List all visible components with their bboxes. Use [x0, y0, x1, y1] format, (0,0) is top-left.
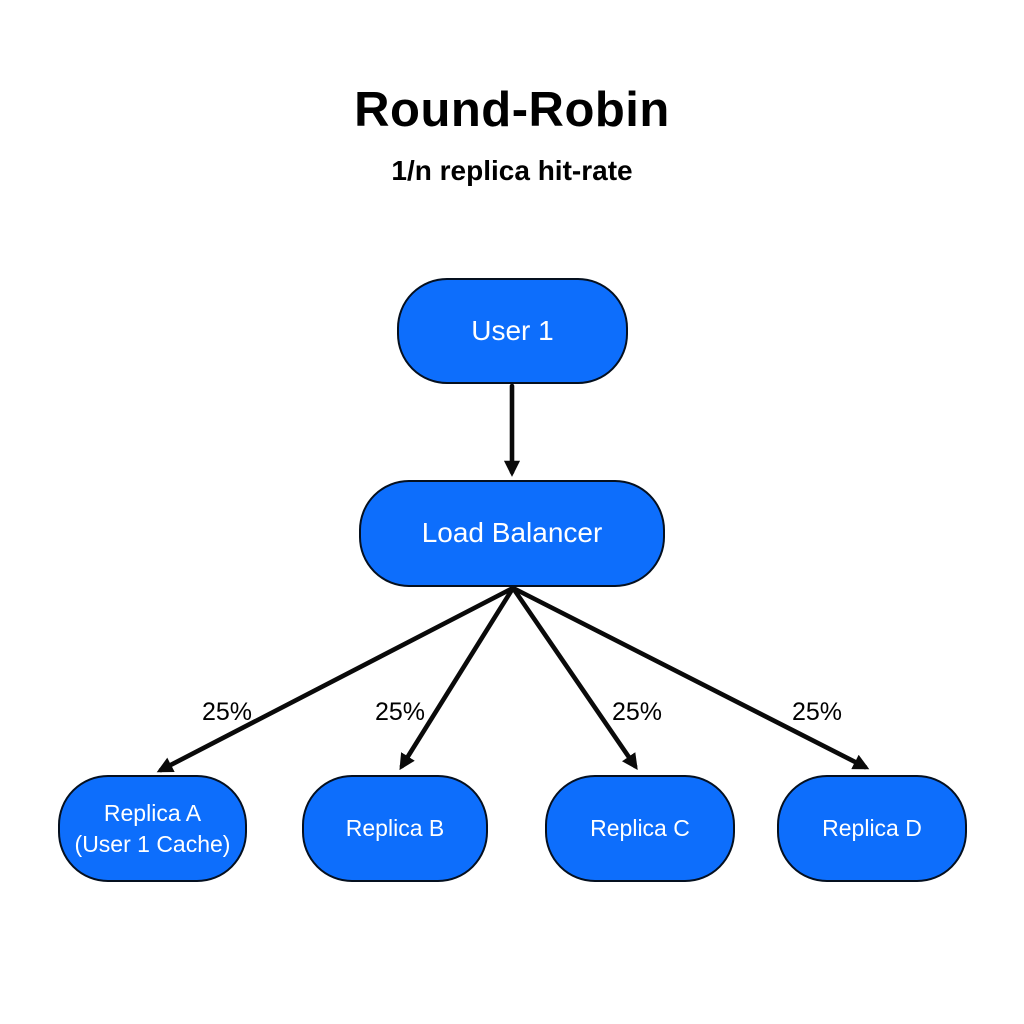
node-load-balancer-label: Load Balancer: [421, 517, 603, 549]
node-replica-a-label: Replica A: [103, 800, 202, 827]
edge-load-balancer-to-replica-d: [510, 585, 870, 770]
node-user-1-label: User 1: [471, 314, 554, 346]
edge-label-replica-a: 25%: [201, 698, 253, 726]
node-replica-a: Replica A (User 1 Cache): [58, 775, 247, 882]
edge-label-replica-c: 25%: [611, 698, 663, 726]
edge-label-replica-d: 25%: [791, 698, 843, 726]
node-replica-a-sublabel: (User 1 Cache): [74, 830, 231, 857]
node-load-balancer: Load Balancer: [359, 480, 665, 587]
edge-label-replica-b: 25%: [374, 698, 426, 726]
node-replica-d: Replica D: [777, 775, 967, 882]
edge-load-balancer-to-replica-c: [510, 585, 638, 770]
node-user-1: User 1: [397, 278, 628, 384]
node-replica-c-label: Replica C: [590, 815, 690, 842]
node-replica-c: Replica C: [545, 775, 735, 882]
diagram-subtitle: 1/n replica hit-rate: [391, 155, 633, 186]
node-replica-d-label: Replica D: [822, 815, 922, 842]
edge-load-balancer-to-replica-a: [156, 585, 516, 773]
node-replica-b-label: Replica B: [345, 815, 445, 842]
diagram-title: Round-Robin: [354, 83, 670, 137]
edge-load-balancer-to-replica-b: [399, 585, 516, 771]
node-replica-b: Replica B: [302, 775, 488, 882]
